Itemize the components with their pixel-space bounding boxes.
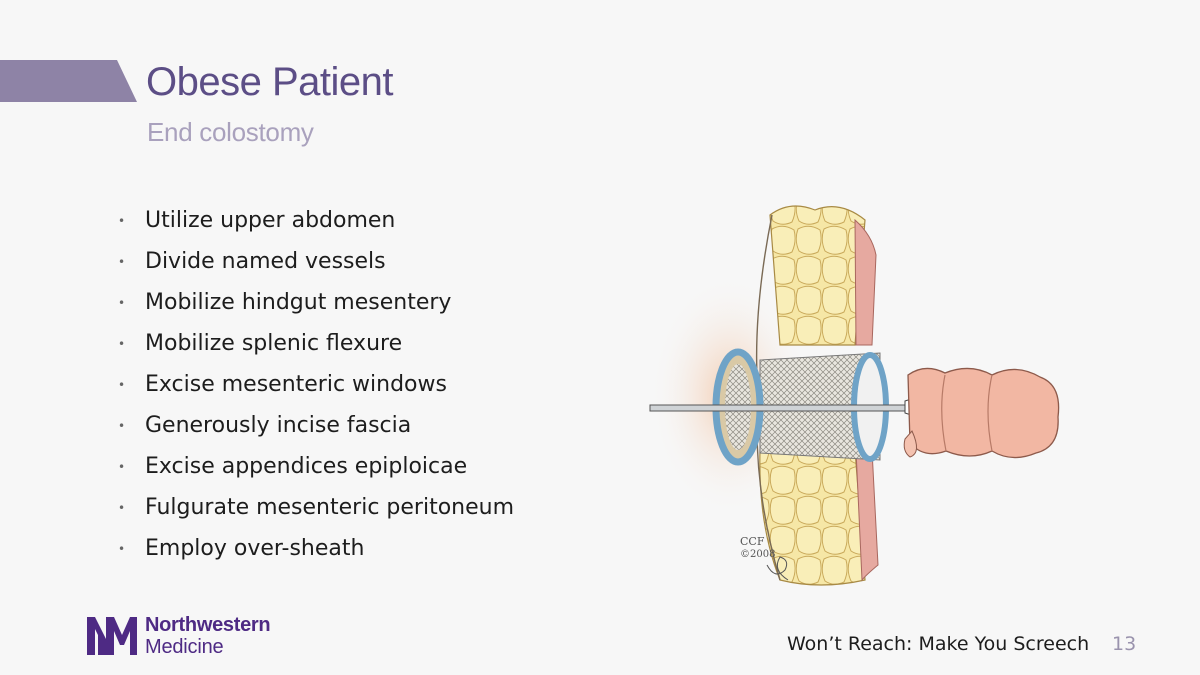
footer-title: Won’t Reach: Make You Screech <box>787 633 1090 655</box>
bullet-icon: • <box>118 541 126 556</box>
grasper-instrument <box>649 404 921 412</box>
bullet-item: • Generously incise fascia <box>118 405 514 446</box>
bullet-item: • Fulgurate mesenteric peritoneum <box>118 487 514 528</box>
colostomy-illustration: CCF ©2008 <box>649 205 1060 586</box>
colon-segment <box>907 367 1060 459</box>
bullet-text: Generously incise fascia <box>145 412 412 438</box>
bullet-icon: • <box>118 295 126 310</box>
bullet-item: • Employ over-sheath <box>118 528 514 569</box>
artist-signature <box>766 556 789 581</box>
bullet-icon: • <box>118 254 126 269</box>
bullet-item: • Mobilize hindgut mesentery <box>118 282 514 323</box>
logo-line2: Medicine <box>145 636 224 658</box>
bullet-icon: • <box>118 377 126 392</box>
bullet-item: • Excise mesenteric windows <box>118 364 514 405</box>
fascia-lower <box>855 449 879 582</box>
slide-subtitle: End colostomy <box>147 117 314 147</box>
page-number: 13 <box>1112 633 1137 655</box>
slide-title: Obese Patient <box>146 60 394 104</box>
title-accent-bar <box>0 60 137 102</box>
illustration-credit: CCF <box>740 535 765 548</box>
bullet-text: Fulgurate mesenteric peritoneum <box>145 494 515 520</box>
bullet-text: Utilize upper abdomen <box>145 207 396 233</box>
bullet-icon: • <box>118 336 126 351</box>
bullet-icon: • <box>118 500 126 515</box>
bullet-text: Excise mesenteric windows <box>145 371 447 397</box>
logo-line1: Northwestern <box>145 614 271 636</box>
nm-logo-icon <box>87 617 137 655</box>
illustration-credit-year: ©2008 <box>740 549 775 560</box>
bullet-icon: • <box>118 459 126 474</box>
bullet-icon: • <box>118 418 126 433</box>
bullet-text: Employ over-sheath <box>145 535 365 561</box>
bullet-text: Divide named vessels <box>145 248 386 274</box>
bullet-item: • Mobilize splenic flexure <box>118 323 514 364</box>
northwestern-medicine-logo: Northwestern Medicine <box>87 614 271 658</box>
bullet-item: • Utilize upper abdomen <box>118 200 514 241</box>
bullet-item: • Divide named vessels <box>118 241 514 282</box>
bullet-item: • Excise appendices epiploicae <box>118 446 514 487</box>
bullet-list: • Utilize upper abdomen • Divide named ves… <box>118 200 514 569</box>
fascia-upper <box>854 218 877 346</box>
fat-layer-upper <box>769 205 866 346</box>
bullet-icon: • <box>118 213 126 228</box>
bullet-text: Mobilize splenic flexure <box>145 330 403 356</box>
bullet-text: Mobilize hindgut mesentery <box>145 289 452 315</box>
bullet-text: Excise appendices epiploicae <box>145 453 468 479</box>
